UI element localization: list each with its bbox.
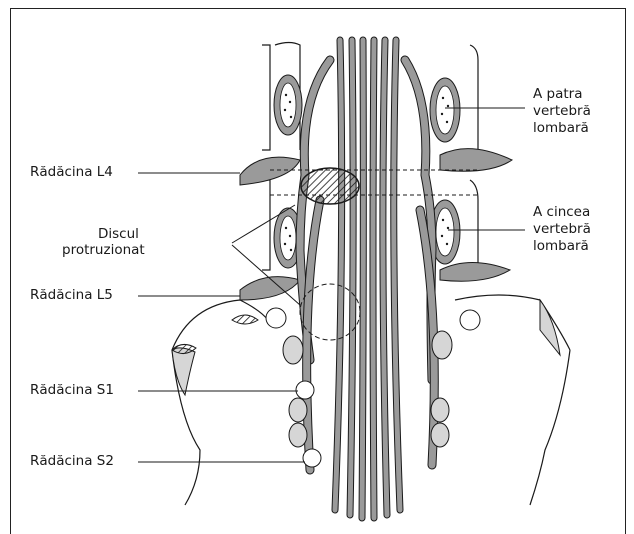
protruded-disc	[301, 168, 359, 204]
label-vertebra5-line3: lombară	[533, 238, 589, 255]
label-vertebra4-line2: vertebră	[533, 103, 591, 120]
label-vertebra4-line3: lombară	[533, 120, 589, 137]
label-root-s1: Rădăcina S1	[30, 382, 114, 399]
label-root-s2: Rădăcina S2	[30, 453, 114, 470]
label-vertebra4-line1: A patra	[533, 86, 583, 103]
label-disc-line2: protruzionat	[62, 242, 145, 259]
label-root-l5: Rădăcina L5	[30, 287, 113, 304]
label-vertebra5-line1: A cincea	[533, 204, 590, 221]
label-disc-line1: Discul	[98, 226, 139, 243]
label-root-l4: Rădăcina L4	[30, 164, 113, 181]
label-vertebra5-line2: vertebră	[533, 221, 591, 238]
